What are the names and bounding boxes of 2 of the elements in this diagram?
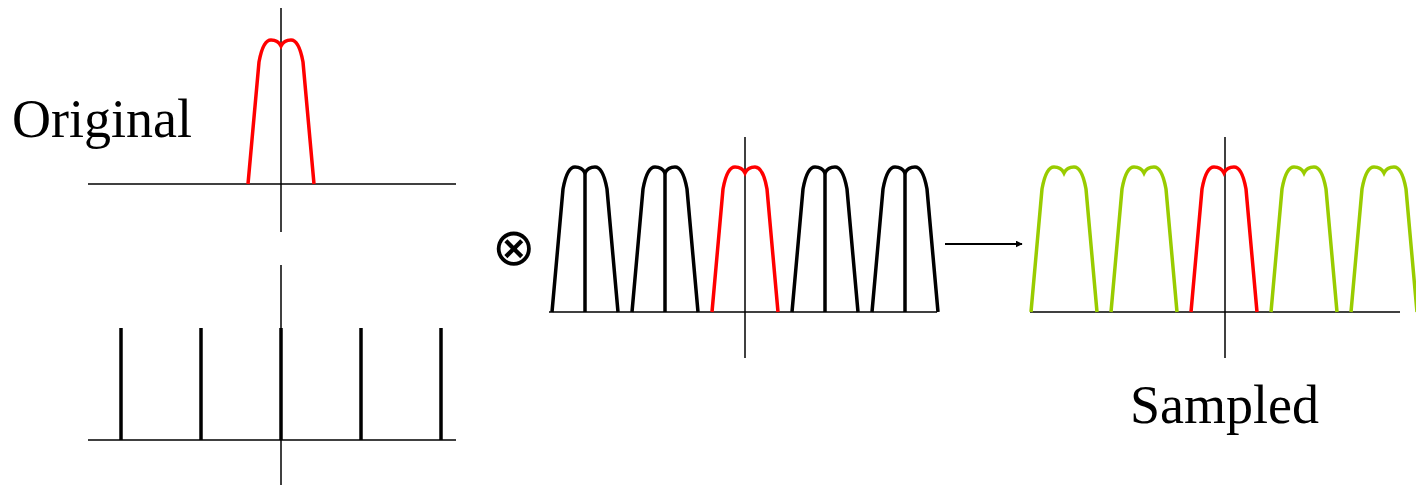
arrow (944, 240, 1023, 248)
operator-symbol: ⊗ (492, 222, 536, 274)
